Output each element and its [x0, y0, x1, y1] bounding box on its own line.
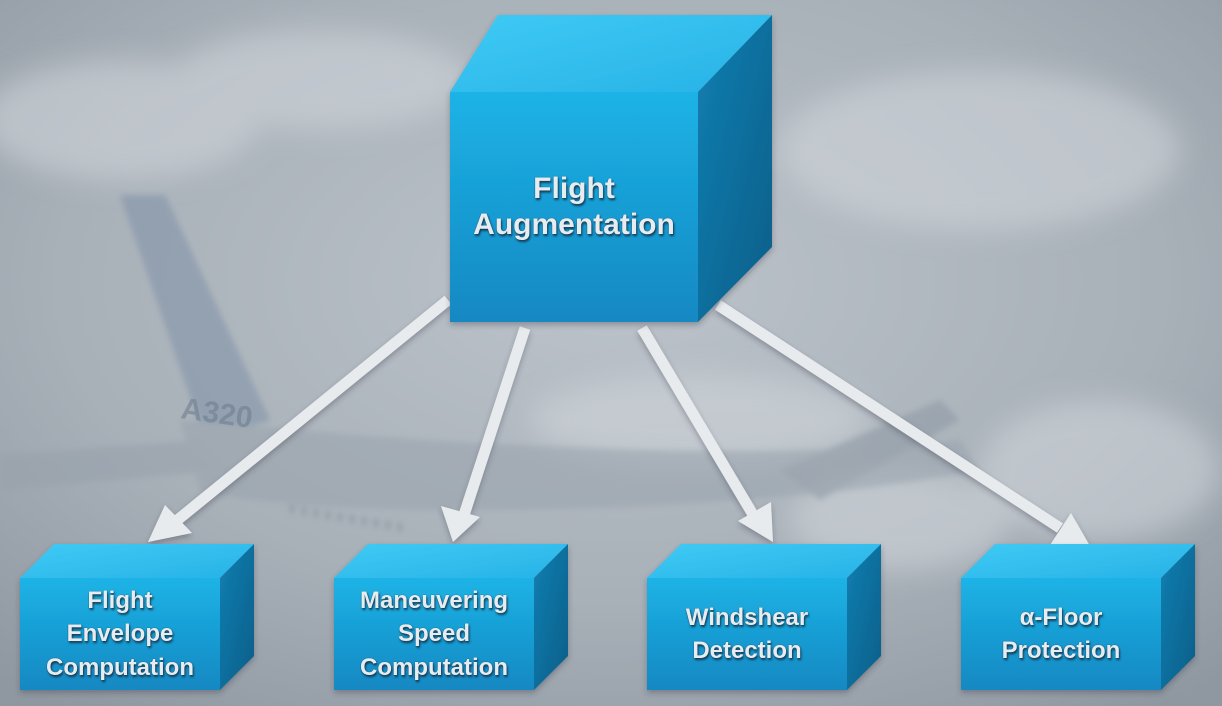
label-alpha-floor-protection: α-Floor Protection: [961, 578, 1161, 690]
arrow-to-windshear: [637, 325, 773, 542]
cube-windshear-detection: [647, 544, 881, 690]
label-flight-augmentation: Flight Augmentation: [450, 92, 698, 322]
aircraft-silhouette: [0, 195, 980, 531]
cube-flight-augmentation: [450, 15, 772, 322]
cube-maneuvering-speed: [334, 544, 568, 690]
label-line: Windshear: [685, 603, 809, 631]
label-line: Speed: [397, 620, 471, 648]
label-line: Maneuvering: [359, 587, 509, 615]
label-line: Augmentation: [473, 208, 675, 241]
arrows: [148, 295, 1090, 546]
arrow-to-maneuvering-speed: [441, 326, 531, 542]
label-line: α-Floor: [1019, 603, 1103, 631]
arrow-to-alpha-floor: [714, 300, 1090, 546]
label-line: Detection: [692, 637, 802, 664]
label-line: Flight: [87, 587, 153, 615]
cube-flight-envelope: [20, 544, 254, 690]
label-maneuvering-speed: Maneuvering Speed Computation: [334, 578, 534, 690]
label-windshear-detection: Windshear Detection: [647, 578, 847, 690]
label-line: Computation: [46, 653, 194, 681]
cube-alpha-floor-protection: [961, 544, 1195, 690]
label-line: Envelope: [66, 620, 174, 648]
label-line: Flight: [533, 172, 615, 205]
label-line: Computation: [360, 653, 508, 681]
label-flight-envelope: Flight Envelope Computation: [20, 578, 220, 690]
label-line: Protection: [1001, 637, 1121, 664]
arrow-to-flight-envelope: [148, 295, 452, 542]
